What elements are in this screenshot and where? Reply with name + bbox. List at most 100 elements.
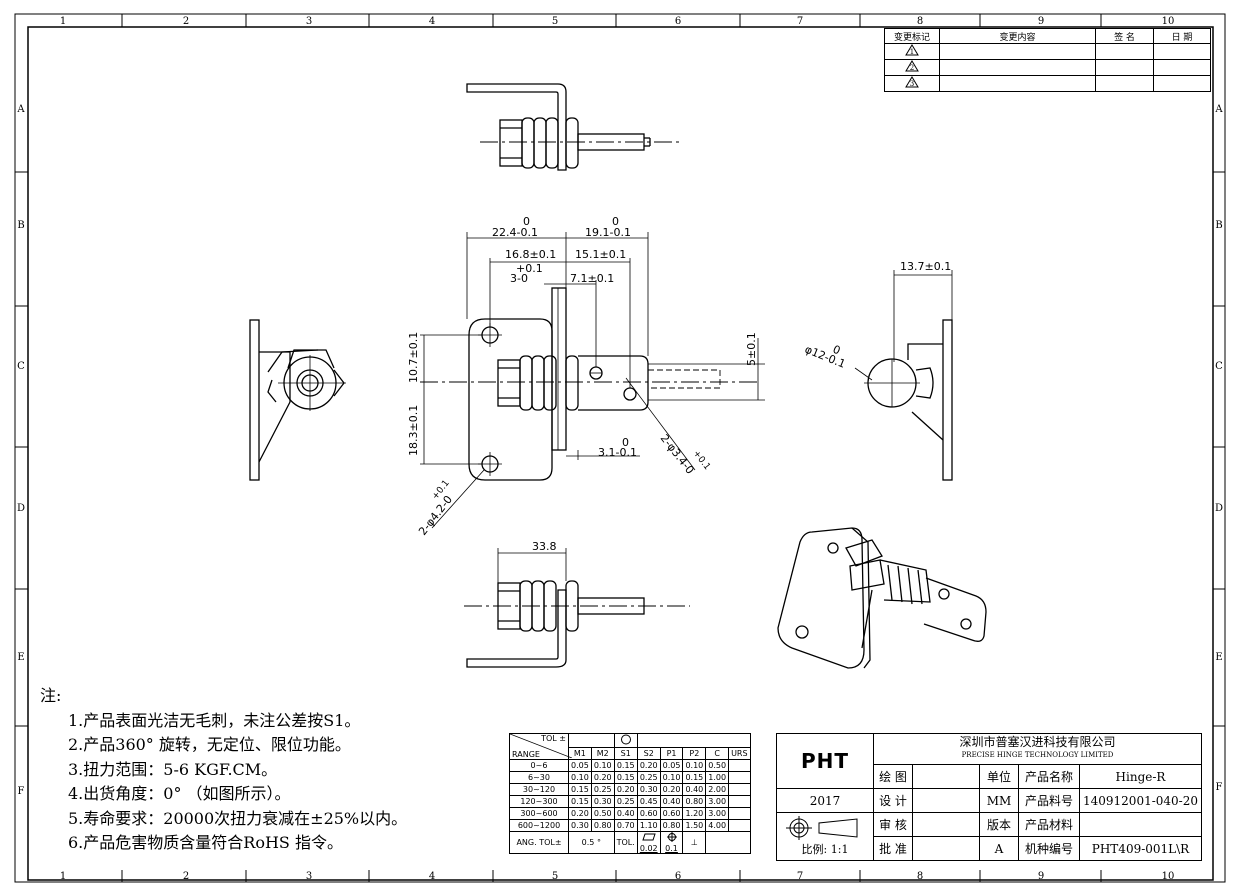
signature-header: 签 名 [1095, 28, 1154, 44]
tol-col-header: M2 [590, 747, 615, 760]
col-label: 4 [429, 871, 435, 882]
dim-33-8: 33.8 [532, 540, 557, 553]
col-label: 7 [797, 871, 803, 882]
row-label: E [17, 652, 24, 663]
year: 2017 [776, 788, 874, 813]
col-label: 4 [429, 16, 435, 27]
tol-col-header: P1 [659, 747, 684, 760]
material-value [1079, 812, 1202, 837]
revision-triangle-icon: 1 [884, 43, 940, 60]
dim-10-7: 10.7±0.1 [407, 332, 420, 383]
dim-15-1: 15.1±0.1 [575, 248, 626, 261]
projection-symbol-icon [786, 816, 858, 840]
tol-label: TOL. [613, 831, 638, 854]
svg-text:2: 2 [910, 64, 914, 72]
flatness-symbol-icon: 0.02 [636, 831, 661, 854]
perpendicular-symbol-icon: ⊥ [682, 831, 707, 854]
dim-19-1: 19.1-0.1 [585, 226, 631, 239]
ang-tol-label: ANG. TOL± [509, 831, 569, 854]
date-header: 日 期 [1153, 28, 1211, 44]
tol-col-header: URS [728, 747, 751, 760]
col-label: 2 [183, 871, 189, 882]
right-side-view [854, 270, 953, 481]
row-label: E [1215, 652, 1222, 663]
col-label: 8 [917, 16, 923, 27]
col-label: 3 [306, 16, 312, 27]
row-label: B [17, 220, 24, 231]
product-name-label: 产品名称 [1018, 764, 1080, 789]
table-row: ANG. TOL± 0.5 ° TOL. 0.02 0.1 ⊥ [509, 831, 751, 854]
projection-symbol: 比例: 1:1 [776, 812, 874, 861]
dim-7-1: 7.1±0.1 [570, 272, 614, 285]
col-label: 7 [797, 16, 803, 27]
dim-3-1: 3.1-0.1 [598, 446, 637, 459]
dim-3: 3-0 [510, 272, 528, 285]
col-label: 8 [917, 871, 923, 882]
part-number-label: 产品料号 [1018, 788, 1080, 813]
row-label: A [16, 104, 25, 115]
bottom-view [464, 548, 690, 668]
dim-16-8: 16.8±0.1 [505, 248, 556, 261]
col-label: 1 [60, 16, 66, 27]
note-item: 6.产品危害物质含量符合RoHS 指令。 [68, 833, 343, 852]
dim-3-sup: +0.1 [516, 262, 543, 275]
note-item: 4.出货角度：0° （如图所示）。 [68, 784, 291, 803]
svg-text:1: 1 [910, 48, 914, 56]
dim-19-1-sup: 0 [612, 215, 619, 228]
note-item: 1.产品表面光洁无毛刺，未注公差按S1。 [68, 710, 361, 730]
dim-3-1-sup: 0 [622, 436, 629, 449]
design-label: 设 计 [873, 788, 913, 813]
grid-ticks [15, 14, 1225, 882]
outer-frame [14, 13, 1226, 883]
tol-col-header: C [705, 747, 730, 760]
tol-col-header: S2 [636, 747, 661, 760]
col-label: 2 [183, 16, 189, 27]
right-dimension-text: 13.7±0.1 0 φ12-0.1 [803, 260, 951, 371]
position-symbol-icon: 0.1 [659, 831, 684, 854]
note-item: 2.产品360° 旋转，无定位、限位功能。 [68, 735, 351, 754]
row-label: C [1215, 361, 1223, 372]
revision-triangle-icon: 3 [884, 75, 940, 92]
col-label: 6 [675, 871, 681, 882]
front-view [420, 287, 760, 481]
tol-col-header: P2 [682, 747, 707, 760]
note-item: 3.扭力范围：5-6 KGF.CM。 [68, 759, 278, 779]
col-label: 9 [1038, 871, 1044, 882]
col-label: 5 [552, 16, 558, 27]
row-label: D [1215, 503, 1223, 514]
front-dimension-lines [420, 232, 765, 529]
check-label: 审 核 [873, 812, 913, 837]
model-label: 机种编号 [1018, 836, 1080, 861]
model-value: PHT409-001L\R [1079, 836, 1202, 861]
dim-diameter-12-sup: 0 [831, 343, 842, 358]
unit-label: 单位 [979, 764, 1019, 789]
company-name: 深圳市普塞汉进科技有限公司 PRECISE HINGE TECHNOLOGY L… [873, 733, 1202, 765]
inner-frame [27, 26, 1214, 881]
change-content-header: 变更内容 [939, 28, 1096, 44]
change-mark-header: 变更标记 [884, 28, 940, 44]
version-value: A [979, 836, 1019, 861]
drawn-value [912, 764, 980, 789]
svg-text:3: 3 [910, 80, 914, 88]
unit-value: MM [979, 788, 1019, 813]
front-dimension-text: 0 22.4-0.1 0 19.1-0.1 16.8±0.1 15.1±0.1 … [407, 215, 758, 538]
dim-5: 5±0.1 [745, 332, 758, 366]
company-name-en: PRECISE HINGE TECHNOLOGY LIMITED [961, 751, 1114, 759]
row-label: B [1215, 220, 1222, 231]
version-label: 版本 [979, 812, 1019, 837]
company-logo: PHT [776, 733, 874, 789]
row-label: F [1216, 782, 1223, 793]
row-label: C [17, 361, 25, 372]
notes-block: 注: 1.产品表面光洁无毛刺，未注公差按S1。 2.产品360° 旋转，无定位、… [40, 684, 407, 856]
part-number-value: 140912001-040-20 [1079, 788, 1202, 813]
tolerance-table: TOL ± RANGE M1 M2 S1 S2 P1 P2 C URS 0~6 … [509, 733, 751, 854]
note-item: 5.寿命要求：20000次扭力衰减在±25%以内。 [68, 808, 408, 828]
col-label: 5 [552, 871, 558, 882]
drawn-label: 绘 图 [873, 764, 913, 789]
